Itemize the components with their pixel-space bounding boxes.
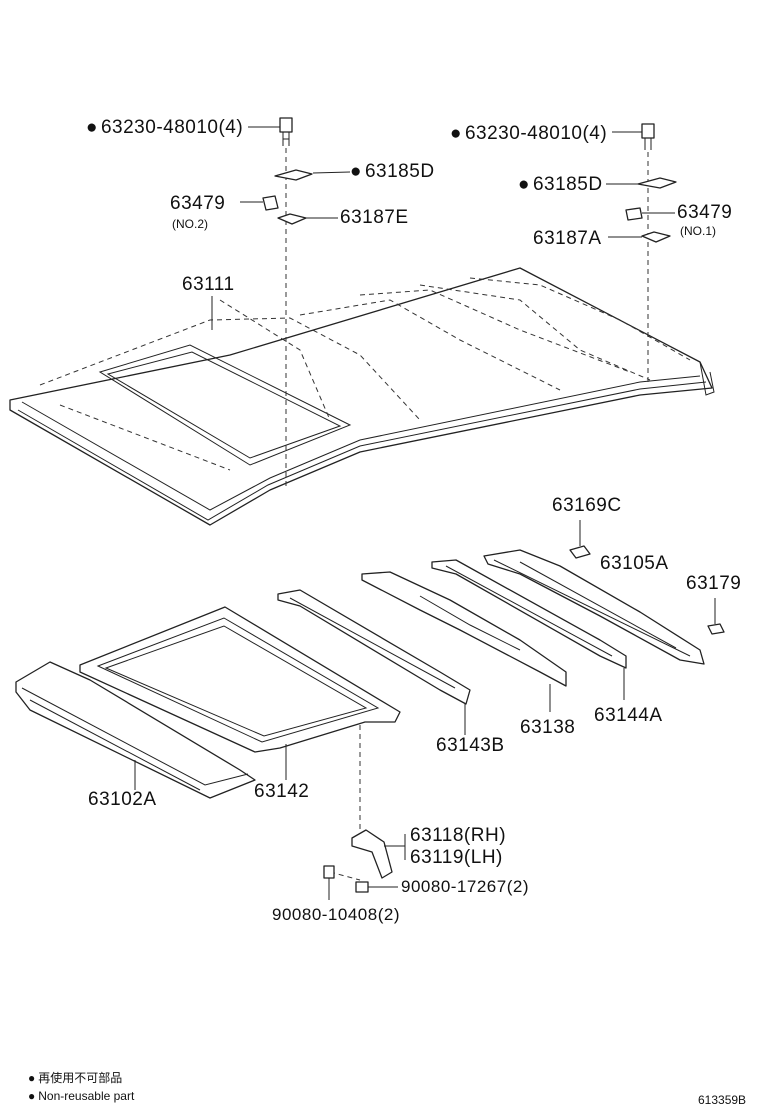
- sunroof-frame-63142: [79, 606, 401, 830]
- roof-bow-63143B: [277, 589, 471, 735]
- label-63111: 63111: [182, 274, 235, 295]
- label-90080-10408: 90080-10408(2): [272, 905, 400, 924]
- label-63138: 63138: [520, 717, 576, 738]
- label-63187A: 63187A: [533, 228, 602, 249]
- label-63179: 63179: [686, 573, 742, 594]
- label-63105A: 63105A: [600, 553, 669, 574]
- label-63143B: 63143B: [436, 735, 505, 756]
- label-63479-right: 63479: [677, 202, 733, 223]
- label-63185D-right: 63185D: [518, 175, 603, 194]
- diagram-code: 613359B: [698, 1093, 747, 1107]
- pad-63179: [707, 623, 725, 635]
- label-63185D-left: 63185D: [350, 162, 435, 181]
- pad-63169C: [569, 545, 591, 559]
- label-63142: 63142: [254, 781, 310, 802]
- label-63479-left-note: (NO.2): [172, 217, 208, 231]
- label-63119: 63119(LH): [410, 847, 503, 868]
- legend-non-reusable-jp: 再使用不可部品: [28, 1072, 122, 1084]
- label-90080-17267: 90080-17267(2): [401, 877, 529, 896]
- roof-bow-63144A: [431, 559, 627, 700]
- label-63118: 63118(RH): [410, 825, 507, 846]
- left-fastener-stack: [240, 117, 351, 490]
- label-63187E: 63187E: [340, 207, 409, 228]
- front-header-63102A: [15, 661, 256, 799]
- right-fastener-stack: [606, 123, 677, 385]
- label-63479-right-note: (NO.1): [680, 224, 716, 238]
- roof-panel: [9, 267, 715, 526]
- label-63479-left: 63479: [170, 193, 226, 214]
- rear-header-63105A: [483, 549, 705, 665]
- legend-non-reusable-en: Non-reusable part: [28, 1090, 134, 1102]
- label-bolt-right: 63230-48010(4): [450, 124, 607, 143]
- label-63169C: 63169C: [552, 495, 622, 516]
- label-63144A: 63144A: [594, 705, 663, 726]
- label-63102A: 63102A: [88, 789, 157, 810]
- label-bolt-left: 63230-48010(4): [86, 118, 243, 137]
- bracket-63118-63119: [323, 829, 406, 900]
- roof-bow-63138: [361, 571, 567, 712]
